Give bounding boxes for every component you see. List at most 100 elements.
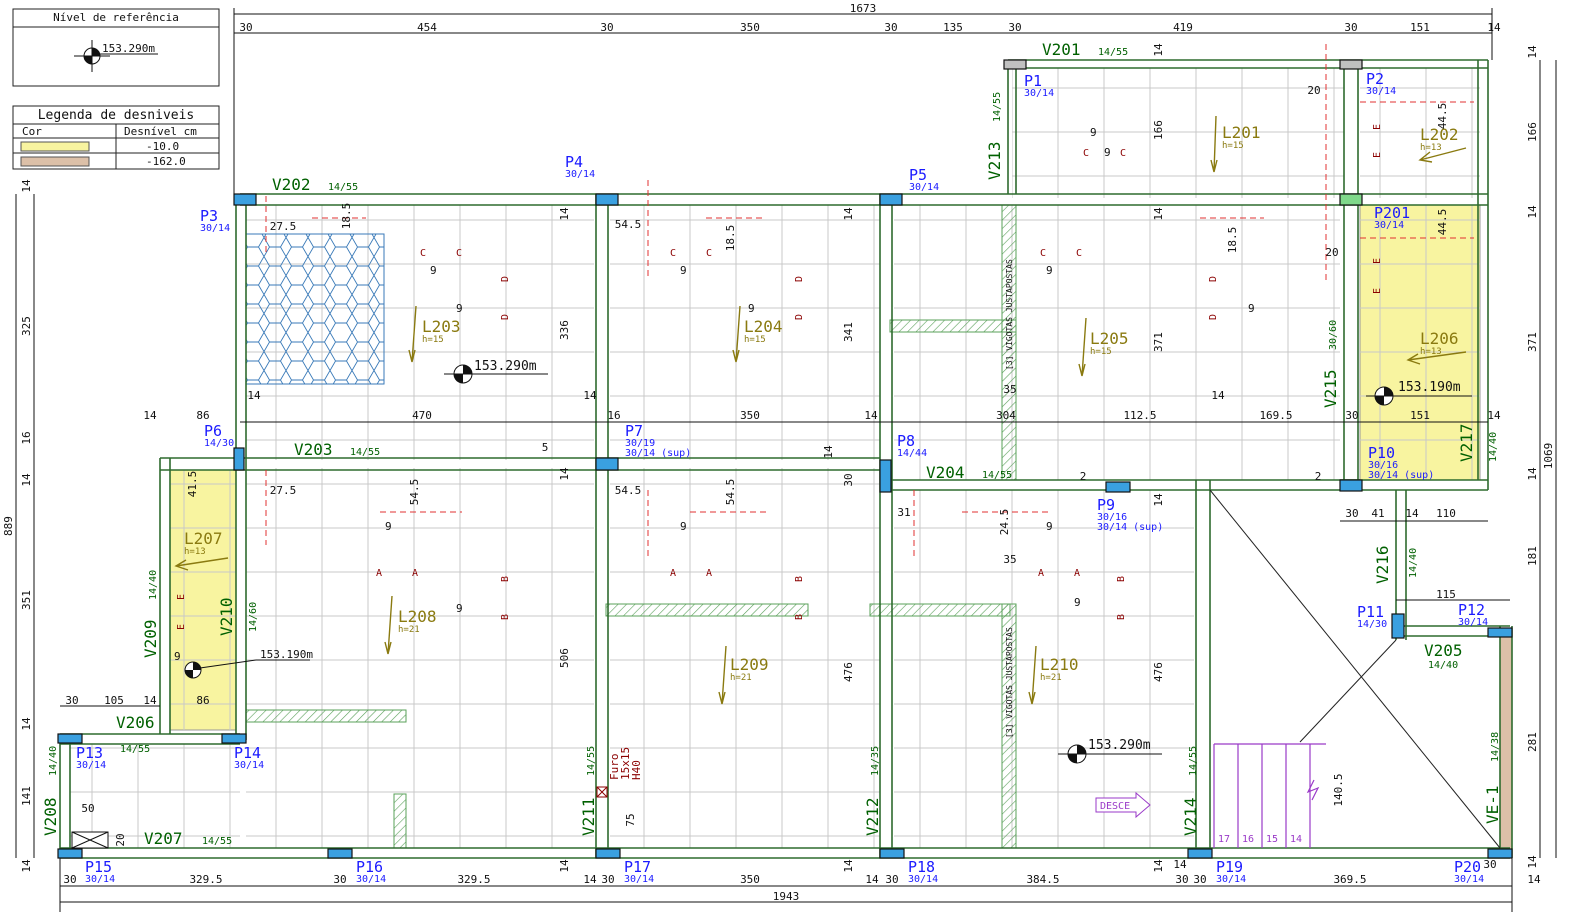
svg-text:115: 115: [1436, 588, 1456, 601]
dim-text: 1069: [1542, 443, 1555, 470]
column-id: P4: [565, 153, 583, 171]
beam-id: V211: [579, 797, 598, 836]
beam-id: V217: [1457, 423, 1476, 462]
beam-size: 14/55: [120, 744, 150, 755]
column-size: 30/14: [624, 874, 654, 885]
svg-text:A: A: [706, 568, 712, 579]
column-id: P3: [200, 207, 218, 225]
column-id: P19: [1216, 858, 1243, 876]
column-id: P15: [85, 858, 112, 876]
svg-text:140.5: 140.5: [1332, 773, 1345, 806]
svg-text:86: 86: [196, 409, 209, 422]
inner-dimensions: 470 350 304 112.5 169.5 151 30 14 14 86 …: [20, 43, 1501, 873]
column-id: P9: [1097, 496, 1115, 514]
svg-text:A: A: [376, 568, 382, 579]
slab-thickness: h=13: [1420, 143, 1442, 153]
svg-text:44.5: 44.5: [1436, 103, 1449, 130]
dim-text: 30: [63, 873, 76, 886]
svg-text:B: B: [1116, 614, 1127, 620]
beam-id: V210: [217, 597, 236, 636]
beam-size: 14/55: [328, 182, 358, 193]
column-id: P14: [234, 744, 261, 762]
slab-thickness: h=15: [422, 335, 444, 345]
svg-text:18.5: 18.5: [724, 225, 737, 252]
column-size: 30/14: [1024, 88, 1054, 99]
stair-step-number: 15: [1266, 834, 1278, 845]
column-id: P7: [625, 422, 643, 440]
svg-text:54.5: 54.5: [408, 479, 421, 506]
dim-text: 14: [1526, 205, 1539, 219]
svg-text:E: E: [176, 624, 187, 630]
beam-size: 14/40: [1488, 432, 1499, 462]
beam-labels: V201 14/55 V202 14/55 V203 14/55 V204 14…: [41, 40, 1502, 848]
dimension-lines: [15, 8, 1557, 912]
svg-text:E: E: [1372, 288, 1383, 294]
vigotas-label: [3] VIGOTAS JUSTAPOSTAS: [1005, 627, 1014, 738]
svg-text:14: 14: [1152, 207, 1165, 221]
dim-text: 14: [865, 873, 879, 886]
slab-thickness: h=21: [1040, 673, 1062, 683]
beam-size: 14/55: [982, 470, 1012, 481]
dim-text: 14: [1527, 873, 1541, 886]
svg-text:14: 14: [558, 859, 571, 873]
svg-text:9: 9: [430, 264, 437, 277]
svg-text:14: 14: [583, 389, 597, 402]
dim-text: 30: [885, 873, 898, 886]
svg-text:169.5: 169.5: [1259, 409, 1292, 422]
svg-text:41.5: 41.5: [186, 471, 199, 498]
column-id: P1: [1024, 72, 1042, 90]
svg-text:B: B: [794, 576, 805, 582]
dim-text: 281: [1526, 732, 1539, 752]
svg-text:112.5: 112.5: [1123, 409, 1156, 422]
svg-text:B: B: [794, 614, 805, 620]
svg-text:14: 14: [558, 467, 571, 481]
beam-id: V215: [1321, 369, 1340, 408]
dim-text: 166: [1526, 122, 1539, 142]
beam-id: V216: [1373, 545, 1392, 584]
slab-thickness: h=21: [730, 673, 752, 683]
svg-text:44.5: 44.5: [1436, 209, 1449, 236]
stair-beam-drop: [1500, 636, 1512, 852]
svg-text:C: C: [1083, 148, 1089, 159]
beam-size: 14/55: [1098, 47, 1128, 58]
dim-text: 329.5: [457, 873, 490, 886]
svg-text:30: 30: [65, 694, 78, 707]
dim-text: 325: [20, 316, 33, 336]
svg-text:18.5: 18.5: [1226, 227, 1239, 254]
stair-step-number: 16: [1242, 834, 1254, 845]
section-lines: [265, 44, 1474, 560]
legend-title: Legenda de desniveis: [38, 108, 195, 123]
legend-swatch-brown: [20, 156, 90, 167]
dim-text: 30: [333, 873, 346, 886]
dim-text: 30: [1344, 21, 1357, 34]
svg-text:2: 2: [1315, 470, 1322, 483]
beam-id: V212: [863, 797, 882, 836]
dim-text: 14: [1487, 21, 1501, 34]
dim-total-top: 1673: [850, 2, 877, 15]
svg-text:14: 14: [842, 207, 855, 221]
beam-id: V207: [144, 829, 183, 848]
dim-text: 14: [1173, 858, 1187, 871]
svg-text:B: B: [1116, 576, 1127, 582]
column-size: 30/14: [1454, 874, 1484, 885]
dim-text: 30: [239, 21, 252, 34]
dim-text: 371: [1526, 332, 1539, 352]
svg-text:A: A: [1074, 568, 1080, 579]
slab-labels: L201 h=15 L202 h=13 L203 h=15 L204 h=15 …: [184, 123, 1459, 683]
column-id: P10: [1368, 444, 1395, 462]
svg-text:110: 110: [1436, 507, 1456, 520]
reference-box: Nível de referência 153.290m: [12, 8, 220, 87]
beam-size: 14/55: [586, 746, 597, 776]
svg-text:9: 9: [385, 520, 392, 533]
svg-text:9: 9: [680, 264, 687, 277]
svg-text:304: 304: [996, 409, 1016, 422]
svg-text:9: 9: [1090, 126, 1097, 139]
column-size: 14/44: [897, 448, 927, 459]
beam-size: 14/40: [48, 746, 59, 776]
beam-id: VE-1: [1483, 785, 1502, 824]
svg-text:E: E: [176, 594, 187, 600]
svg-text:9: 9: [1074, 596, 1081, 609]
beam-size: 14/35: [870, 746, 881, 776]
stair-step-number: 14: [1290, 834, 1302, 845]
svg-text:14: 14: [1152, 493, 1165, 507]
